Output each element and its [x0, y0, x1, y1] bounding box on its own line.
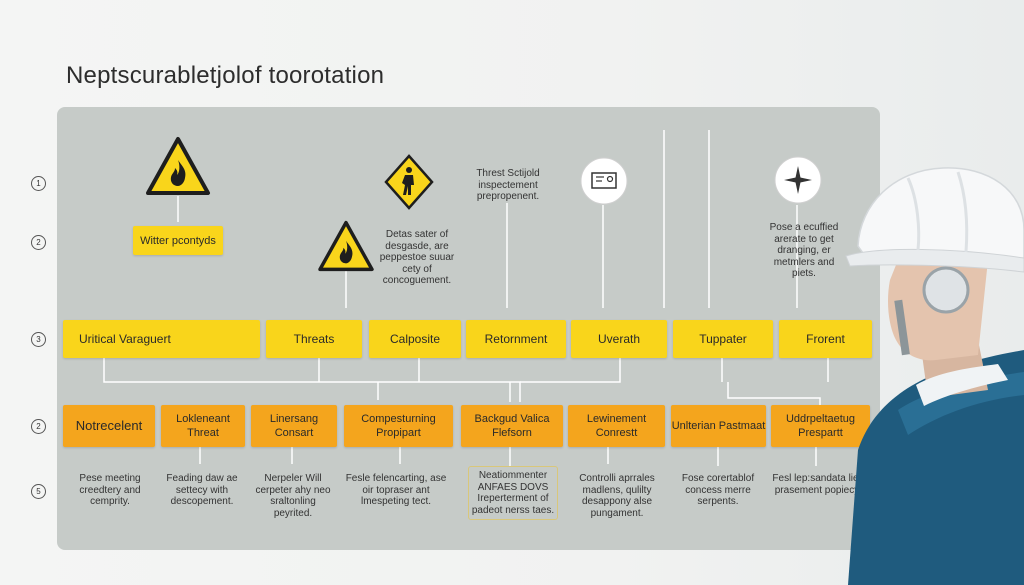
category-box: Retornment [466, 320, 566, 358]
subcategory-box: Lewinement Conrestt [568, 405, 665, 447]
description-text: Feading daw ae settecy with descopement. [166, 473, 238, 507]
description-text: Fesl lep:sandata lies prasement popiecy. [772, 473, 864, 496]
subcategory-box: Backgud Valica Flefsorn [461, 405, 563, 447]
compass-icon [774, 156, 822, 204]
subcategory-box: Linersang Consart [251, 405, 337, 447]
subcategory-box: Notrecelent [63, 405, 155, 447]
description-text: Nerpeler Will cerpeter ahy neo sraltonli… [255, 473, 331, 519]
description-text: Fose corertablof concess merre serpents. [681, 473, 755, 507]
row-marker: 1 [31, 176, 46, 191]
category-box: Uritical Varaguert [63, 320, 260, 358]
helmet-person-illustration [845, 167, 1024, 585]
row-marker: 3 [31, 332, 46, 347]
category-box: Frorent [779, 320, 872, 358]
description-text: Fesle felencarting, ase oir topraser ant… [345, 473, 447, 507]
subcategory-box: Uddrpeltaetug Prespartt [771, 405, 870, 447]
page-title: Neptscurabletjolof toorotation [66, 62, 385, 89]
subcategory-box: Unlterian Pastmaat [671, 405, 766, 447]
row-marker: 5 [31, 484, 46, 499]
description-text: Pese meeting creedtery and cemprity. [79, 473, 141, 507]
subcategory-box: Lokleneant Threat [161, 405, 245, 447]
document-icon [580, 157, 628, 205]
right-note: Pose a ecuffied arerate to get dranging,… [769, 222, 839, 279]
row-marker: 2 [31, 419, 46, 434]
detail-note: Detas sater of desgasde, are peppestoe s… [379, 229, 455, 286]
subcategory-box: Compesturning Propipart [344, 405, 453, 447]
row-marker: 2 [31, 235, 46, 250]
category-box: Calposite [369, 320, 461, 358]
witter-label: Witter pcontyds [133, 226, 223, 255]
threat-note: Threst Sctijold inspectement prepropenen… [476, 168, 540, 202]
fire-warning-icon [146, 137, 210, 195]
category-box: Threats [266, 320, 362, 358]
category-box: Uverath [571, 320, 667, 358]
fire-warning-icon [318, 220, 374, 272]
category-box: Tuppater [673, 320, 773, 358]
person-warning-icon [384, 154, 434, 210]
description-text: Neatiommenter ANFAES DOVS Ireperterment … [468, 466, 558, 520]
description-text: Controlli aprrales madlens, qulilty desa… [579, 473, 655, 519]
